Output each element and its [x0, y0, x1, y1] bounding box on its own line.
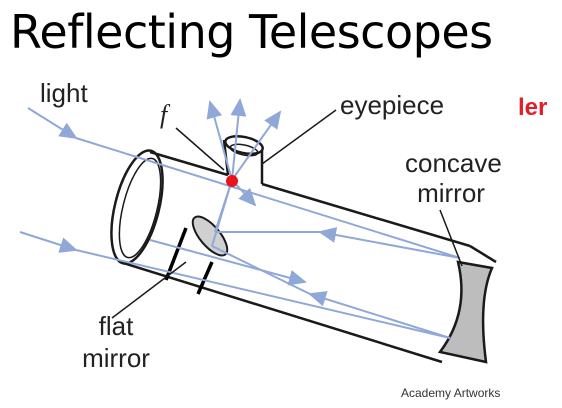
concave-mirror [437, 260, 494, 364]
concave-mirror-label: concave mirror [405, 148, 502, 208]
flat-mirror-label-line2: mirror [82, 343, 150, 373]
concave-mirror-label-line2: mirror [417, 178, 485, 208]
light-label: light [40, 78, 88, 108]
focal-point-dot [226, 175, 238, 187]
eyepiece-label: eyepiece [340, 90, 445, 120]
concave-mirror-label-line1: concave [405, 148, 502, 178]
light-rays [19, 98, 461, 339]
telescope-tube [110, 149, 471, 364]
leader-lines [111, 109, 463, 319]
credit-text: Academy Artworks [401, 386, 501, 400]
focal-point-label: f [160, 100, 168, 129]
page-title: Reflecting Telescopes [10, 5, 493, 59]
handwritten-annotation: ler [518, 94, 548, 121]
flat-mirror-label: flat mirror [68, 310, 164, 374]
flat-mirror-label-line1: flat [98, 311, 134, 341]
